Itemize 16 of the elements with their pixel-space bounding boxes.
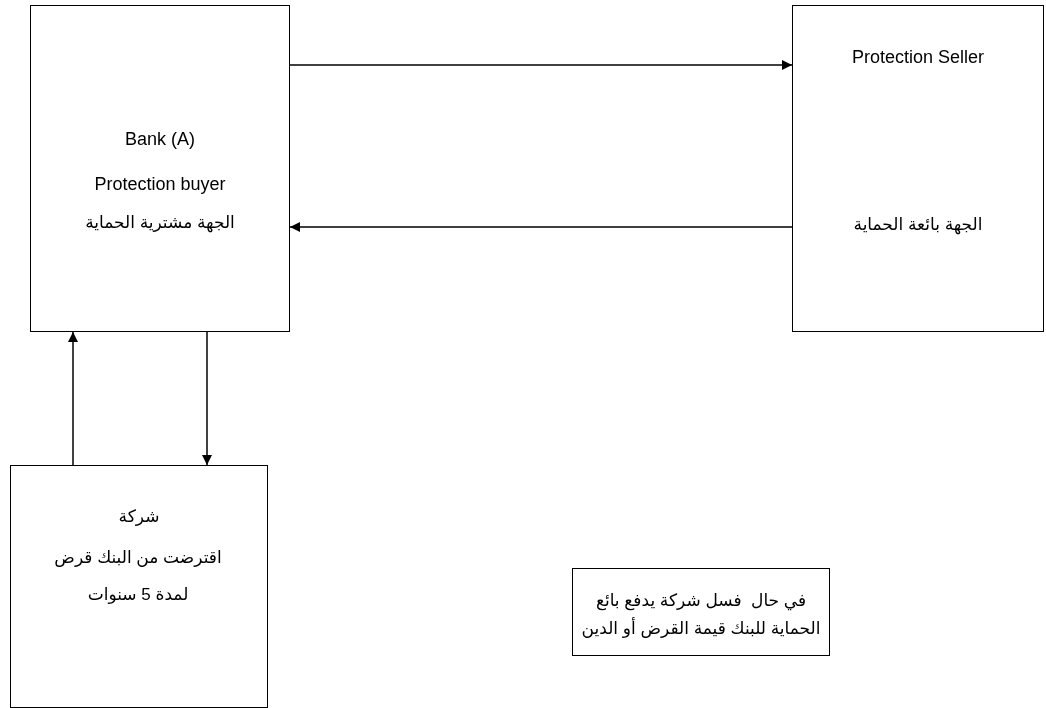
node-text: Bank (A) — [124, 128, 196, 151]
arrow — [289, 60, 793, 70]
arrow — [289, 222, 793, 232]
node-text: Protection buyer — [93, 173, 227, 196]
arrow — [202, 331, 212, 466]
entity-box — [30, 5, 290, 332]
node-text: الجهة مشترية الحماية — [84, 212, 236, 235]
entity-box — [10, 465, 268, 708]
node-text: اقترضت من البنك قرض لمدة 5 سنوات — [53, 547, 223, 606]
node-text: الجهة بائعة الحماية — [852, 214, 984, 237]
entity-box — [792, 5, 1044, 332]
arrow — [68, 331, 78, 466]
node-text: شركة — [117, 506, 161, 528]
node-text: في حال فسل شركة يدفع بائع الحماية للبنك قيمة القرض أو الدين — [580, 590, 822, 640]
node-text: Protection Seller — [850, 46, 986, 69]
note-box — [572, 568, 830, 656]
